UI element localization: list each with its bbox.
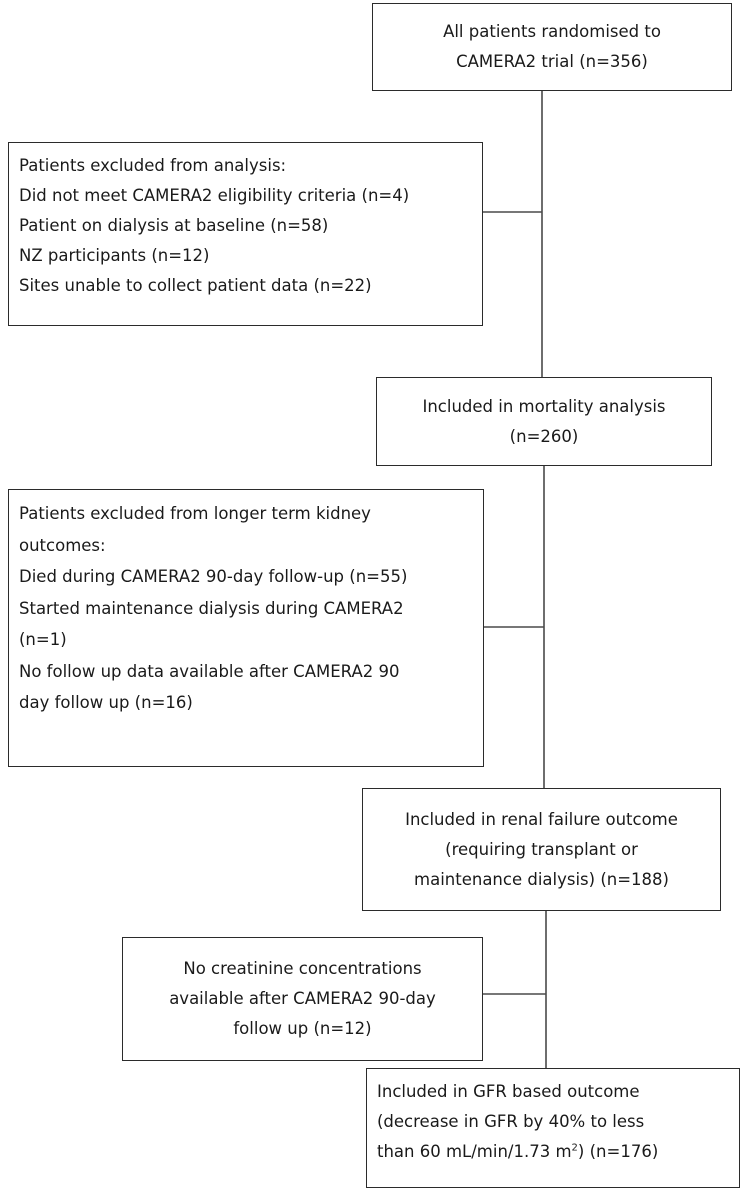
node-text-line: (decrease in GFR by 40% to less — [377, 1112, 645, 1131]
node-heading: outcomes: — [19, 535, 106, 555]
node-excluded-kidney-outcomes: Patients excluded from longer term kidne… — [8, 489, 484, 767]
exclusion-item: No follow up data available after CAMERA… — [19, 661, 400, 681]
exclusion-item: Did not meet CAMERA2 eligibility criteri… — [19, 186, 410, 205]
exclusion-item: NZ participants (n=12) — [19, 246, 210, 265]
node-text-line: follow up (n=12) — [233, 1019, 372, 1038]
node-excluded-from-analysis: Patients excluded from analysis: Did not… — [8, 142, 483, 326]
node-text-line: No creatinine concentrations — [183, 959, 422, 978]
node-all-randomised: All patients randomised to CAMERA2 trial… — [372, 3, 732, 91]
gfr-count-text: ) (n=176) — [577, 1142, 659, 1161]
node-text-line: maintenance dialysis) (n=188) — [414, 869, 669, 889]
node-renal-failure-outcome: Included in renal failure outcome (requi… — [362, 788, 721, 911]
node-heading: Patients excluded from analysis: — [19, 156, 287, 175]
node-text-line: CAMERA2 trial (n=356) — [456, 52, 648, 71]
superscript-two: 2 — [571, 1142, 578, 1154]
node-no-creatinine: No creatinine concentrations available a… — [122, 937, 483, 1061]
node-heading: Patients excluded from longer term kidne… — [19, 504, 371, 523]
node-text-line: Included in renal failure outcome — [405, 809, 678, 829]
node-text-line: Included in mortality analysis — [422, 396, 666, 416]
node-text-line: Included in GFR based outcome — [377, 1082, 640, 1101]
node-gfr-outcome: Included in GFR based outcome (decrease … — [366, 1068, 740, 1188]
exclusion-item: day follow up (n=16) — [19, 693, 193, 712]
node-text-line: (n=260) — [509, 426, 579, 446]
node-text-line: (requiring transplant or — [445, 839, 638, 859]
exclusion-item: Started maintenance dialysis during CAME… — [19, 598, 404, 618]
gfr-threshold-text: than 60 mL/min/1.73 m — [377, 1142, 572, 1161]
node-mortality-analysis: Included in mortality analysis (n=260) — [376, 377, 712, 466]
node-text-line: than 60 mL/min/1.73 m2) (n=176) — [377, 1137, 729, 1167]
exclusion-item: Sites unable to collect patient data (n=… — [19, 276, 372, 295]
exclusion-item: Patient on dialysis at baseline (n=58) — [19, 216, 329, 235]
node-text-line: available after CAMERA2 90-day — [169, 989, 436, 1008]
node-text-line: All patients randomised to — [443, 22, 661, 41]
exclusion-item: (n=1) — [19, 630, 67, 649]
exclusion-item: Died during CAMERA2 90-day follow-up (n=… — [19, 567, 408, 586]
